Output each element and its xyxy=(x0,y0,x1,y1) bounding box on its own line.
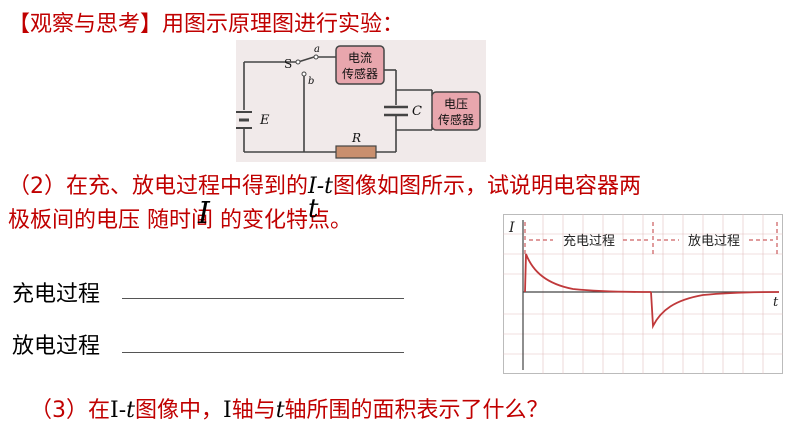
voltage-sensor-box xyxy=(431,91,481,131)
discharge-answer-line[interactable] xyxy=(122,352,404,353)
question-3-mid1: 图像中， xyxy=(134,398,223,423)
question-3-math-t2: t xyxy=(275,398,285,423)
question-3-mid2: 轴与 xyxy=(231,398,276,423)
y-axis-label: I xyxy=(508,220,515,236)
question-3-math-i: I- xyxy=(110,398,127,423)
question-3-math-t: t xyxy=(126,398,135,423)
discharging-label: 放电过程 xyxy=(688,234,740,249)
capacitor-label: C xyxy=(412,104,422,119)
question-2-line2: 极板间的电压 随时间 的变化特点。 xyxy=(8,208,352,233)
discharging-curve xyxy=(650,291,780,330)
question-2-prefix: （2）在充、放电过程中得到的 xyxy=(8,174,308,199)
question-2-line1: （2）在充、放电过程中得到的I-t图像如图所示，试说明电容器两 xyxy=(8,170,788,204)
charging-label: 充电过程 xyxy=(563,233,615,249)
charging-curve xyxy=(524,253,652,293)
it-graph: I t 充电过程 放电过程 xyxy=(503,214,783,374)
circuit-diagram: 电流 传感器 电压 传感器 S a b E C R xyxy=(236,40,486,162)
x-axis-label: t xyxy=(773,295,779,310)
overlay-t-symbol: t xyxy=(308,194,319,224)
resistor xyxy=(335,145,377,159)
voltage-sensor-line1: 电压 xyxy=(444,97,468,111)
switch-label: S xyxy=(284,57,292,71)
current-sensor-line2: 传感器 xyxy=(342,66,378,81)
graph-grid xyxy=(503,214,783,374)
question-3: （3）在I-t图像中，I轴与t轴所围的面积表示了什么？ xyxy=(30,392,549,424)
terminal-b-label: b xyxy=(308,76,314,87)
question-2: （2）在充、放电过程中得到的I-t图像如图所示，试说明电容器两 极板间的电压 随… xyxy=(8,170,788,238)
current-sensor-box xyxy=(335,45,385,85)
question-3-prefix: （3）在 xyxy=(30,398,110,423)
question-2-math: I-t xyxy=(308,174,333,199)
voltage-sensor-line2: 传感器 xyxy=(438,112,474,127)
question-3-suffix: 轴所围的面积表示了什么？ xyxy=(284,398,549,423)
emf-label: E xyxy=(259,113,270,128)
current-sensor-line1: 电流 xyxy=(348,51,372,65)
resistor-label: R xyxy=(351,131,361,145)
page-title: 【观察与思考】用图示原理图进行实验： xyxy=(8,12,405,37)
question-3-math-i2: I xyxy=(222,398,232,423)
charge-answer-line[interactable] xyxy=(122,298,404,299)
circuit-svg: 电流 传感器 电压 传感器 S a b E C R xyxy=(236,44,481,159)
overlay-u-symbol: I xyxy=(198,196,210,231)
terminal-a-label: a xyxy=(314,44,320,55)
discharge-label: 放电过程 xyxy=(12,334,101,359)
charge-label: 充电过程 xyxy=(12,282,101,307)
it-graph-svg: I t 充电过程 放电过程 xyxy=(503,214,783,374)
question-2-suffix: 图像如图所示，试说明电容器两 xyxy=(332,174,641,199)
